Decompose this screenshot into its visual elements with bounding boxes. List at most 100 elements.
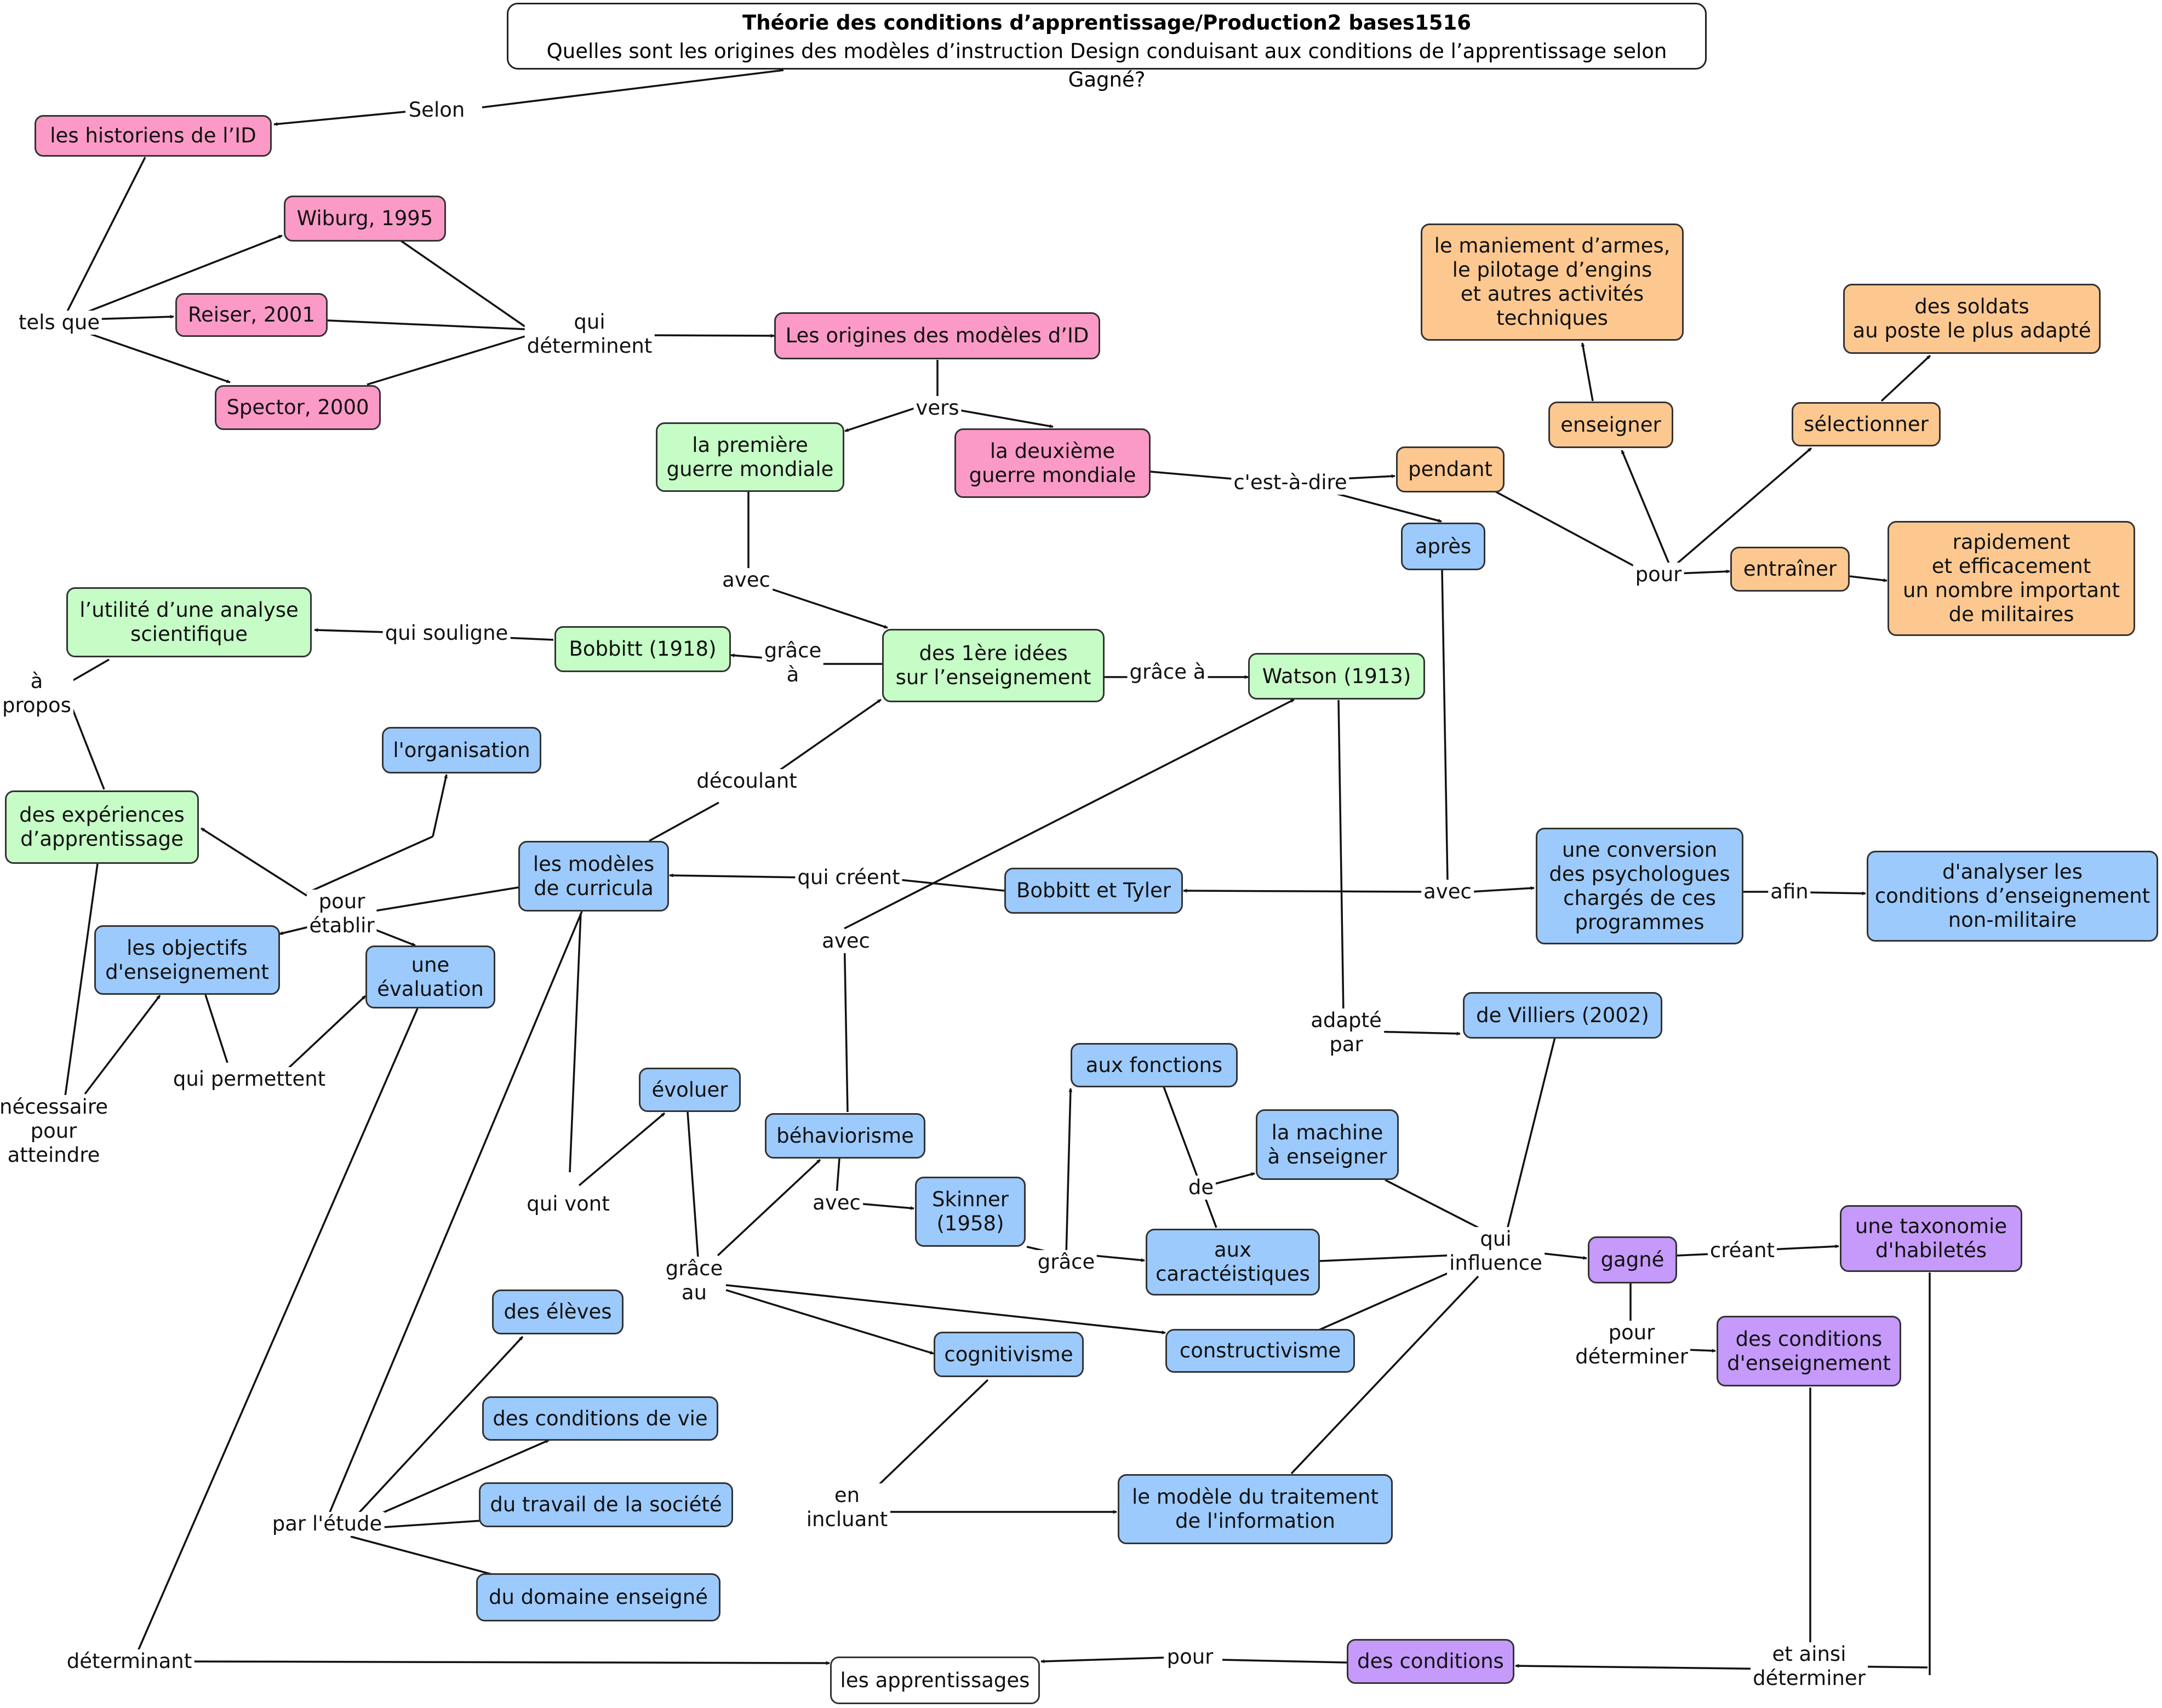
concept-pendant[interactable]: pendant (1396, 446, 1505, 492)
connector-arrow (1541, 1252, 1587, 1260)
map-title-question: Quelles sont les origines des modèles d’… (546, 39, 1667, 91)
connector-arrow (1370, 1030, 1461, 1036)
concept-organisation[interactable]: l'organisation (382, 727, 541, 773)
connector-line (367, 335, 525, 386)
link-qui-determinent: qui déterminent (524, 310, 655, 358)
connector-line (687, 1111, 700, 1266)
concept-rapidement[interactable]: rapidement et efficacement un nombre imp… (1888, 521, 2135, 636)
concept-apres[interactable]: après (1401, 523, 1485, 570)
concept-apprentissages[interactable]: les apprentissages (830, 1657, 1040, 1704)
concept-constructivisme[interactable]: constructivisme (1165, 1329, 1355, 1373)
connector-arrow (1470, 886, 1535, 893)
concept-entrainer[interactable]: entraîner (1730, 547, 1850, 592)
link-creant: créant (1707, 1239, 1777, 1263)
connector-arrow (273, 111, 406, 126)
connector-line (482, 69, 784, 108)
connector-arrow (578, 1112, 666, 1187)
link-avec-skinner: avec (810, 1191, 863, 1215)
concept-historiens[interactable]: les historiens de l’ID (35, 115, 272, 157)
concept-skinner[interactable]: Skinner (1958) (915, 1177, 1026, 1247)
concept-modeles-curricula[interactable]: les modèles de curricula (518, 841, 669, 912)
concept-machine[interactable]: la machine à enseigner (1256, 1109, 1399, 1180)
concept-gagne[interactable]: gagné (1588, 1236, 1677, 1283)
concept-traitement[interactable]: le modèle du traitement de l'information (1118, 1474, 1393, 1544)
connector-arrow (1183, 889, 1425, 893)
concept-travail-societe[interactable]: du travail de la société (479, 1482, 733, 1527)
connector-arrow (651, 334, 775, 338)
connector-line (649, 801, 719, 842)
connector-line (1441, 570, 1449, 881)
concept-evaluation[interactable]: une évaluation (365, 945, 495, 1008)
concept-conditions-vie[interactable]: des conditions de vie (482, 1396, 718, 1441)
concept-selectionner[interactable]: sélectionner (1792, 402, 1941, 446)
concept-enseigner[interactable]: enseigner (1548, 402, 1673, 448)
link-avec-right: avec (1421, 880, 1474, 904)
connector-line (204, 994, 228, 1063)
concept-domaine[interactable]: du domaine enseigné (476, 1573, 720, 1621)
concept-cognitivisme[interactable]: cognitivisme (934, 1332, 1084, 1377)
concept-eleves[interactable]: des élèves (492, 1289, 624, 1334)
connector-arrow (1621, 450, 1672, 569)
connector-arrow (84, 994, 161, 1095)
concept-premieres-idees[interactable]: des 1ère idées sur l’enseignement (882, 629, 1105, 702)
concept-spector[interactable]: Spector, 2000 (215, 385, 381, 430)
concept-experiences[interactable]: des expériences d’apprentissage (5, 790, 199, 864)
concept-caracteistiques[interactable]: aux caractéistiques (1146, 1229, 1320, 1296)
connector-arrow (84, 234, 283, 314)
link-grace-a-right: grâce à (1127, 660, 1208, 684)
concept-objectifs[interactable]: les objectifs d'enseignement (94, 925, 280, 995)
link-grace-skinner: grâce (1035, 1250, 1097, 1274)
link-selon: Selon (406, 98, 467, 122)
link-vers: vers (913, 396, 962, 420)
connector-line (327, 911, 583, 1518)
link-qui-influence: qui influence (1447, 1227, 1545, 1275)
connector-arrow (1581, 342, 1594, 402)
connector-arrow (1040, 1657, 1164, 1664)
connector-line (843, 931, 849, 1113)
connector-arrow (1670, 447, 1812, 570)
concept-origines[interactable]: Les origines des modèles d’ID (774, 312, 1100, 359)
connector-line (374, 886, 519, 912)
concept-analyser[interactable]: d'analyser les conditions d’enseignement… (1867, 851, 2158, 942)
connector-line (136, 1008, 419, 1654)
concept-bobbitt-1918[interactable]: Bobbitt (1918) (554, 626, 731, 672)
concept-aux-fonctions[interactable]: aux fonctions (1071, 1043, 1238, 1087)
concept-behaviorisme[interactable]: béhaviorisme (765, 1113, 925, 1159)
concept-conditions-enseignement[interactable]: des conditions d'enseignement (1717, 1316, 1901, 1386)
concept-bobbitt-tyler[interactable]: Bobbitt et Tyler (1004, 868, 1183, 914)
link-tels-que: tels que (16, 311, 102, 335)
connector-line (888, 878, 1005, 892)
concept-utilite[interactable]: l’utilité d’une analyse scientifique (66, 587, 312, 657)
connector-arrow (350, 1535, 511, 1580)
connector-arrow (1210, 1172, 1255, 1186)
connector-line (836, 1158, 840, 1195)
connector-line (1163, 1086, 1217, 1228)
concept-premiere-guerre[interactable]: la première guerre mondiale (656, 422, 844, 492)
concept-deuxieme-guerre[interactable]: la deuxième guerre mondiale (954, 428, 1151, 498)
link-pour-etablir: pour établir (307, 890, 377, 938)
connector-arrow (1065, 1088, 1073, 1256)
concept-villiers[interactable]: de Villiers (2002) (1463, 992, 1662, 1039)
map-title: Théorie des conditions d’apprentissage/P… (507, 3, 1707, 91)
concept-soldats[interactable]: des soldats au poste le plus adapté (1843, 284, 2101, 354)
connector-line (870, 1379, 989, 1493)
concept-evoluer[interactable]: évoluer (639, 1068, 741, 1112)
connector-arrow (87, 314, 174, 320)
concept-conditions[interactable]: des conditions (1347, 1639, 1514, 1684)
link-grace-au: grâce au (663, 1257, 725, 1305)
connector-arrow (857, 1202, 914, 1210)
concept-wiburg[interactable]: Wiburg, 1995 (284, 196, 446, 242)
connector-arrow (285, 995, 367, 1071)
concept-conversion[interactable]: une conversion des psychologues chargés … (1536, 828, 1743, 944)
connector-arrow (350, 1336, 524, 1523)
concept-taxonomie[interactable]: une taxonomie d'habiletés (1840, 1205, 2022, 1272)
link-et-ainsi: et ainsi déterminer (1751, 1642, 1868, 1690)
concept-maniement[interactable]: le maniement d’armes, le pilotage d’engi… (1421, 223, 1684, 341)
concept-reiser[interactable]: Reiser, 2001 (175, 293, 328, 337)
link-qui-vont: qui vont (524, 1192, 612, 1216)
concept-watson[interactable]: Watson (1913) (1248, 653, 1425, 700)
connector-line (70, 658, 110, 683)
link-pour-top: pour (1633, 563, 1684, 587)
link-qui-creent: qui créent (795, 866, 902, 890)
